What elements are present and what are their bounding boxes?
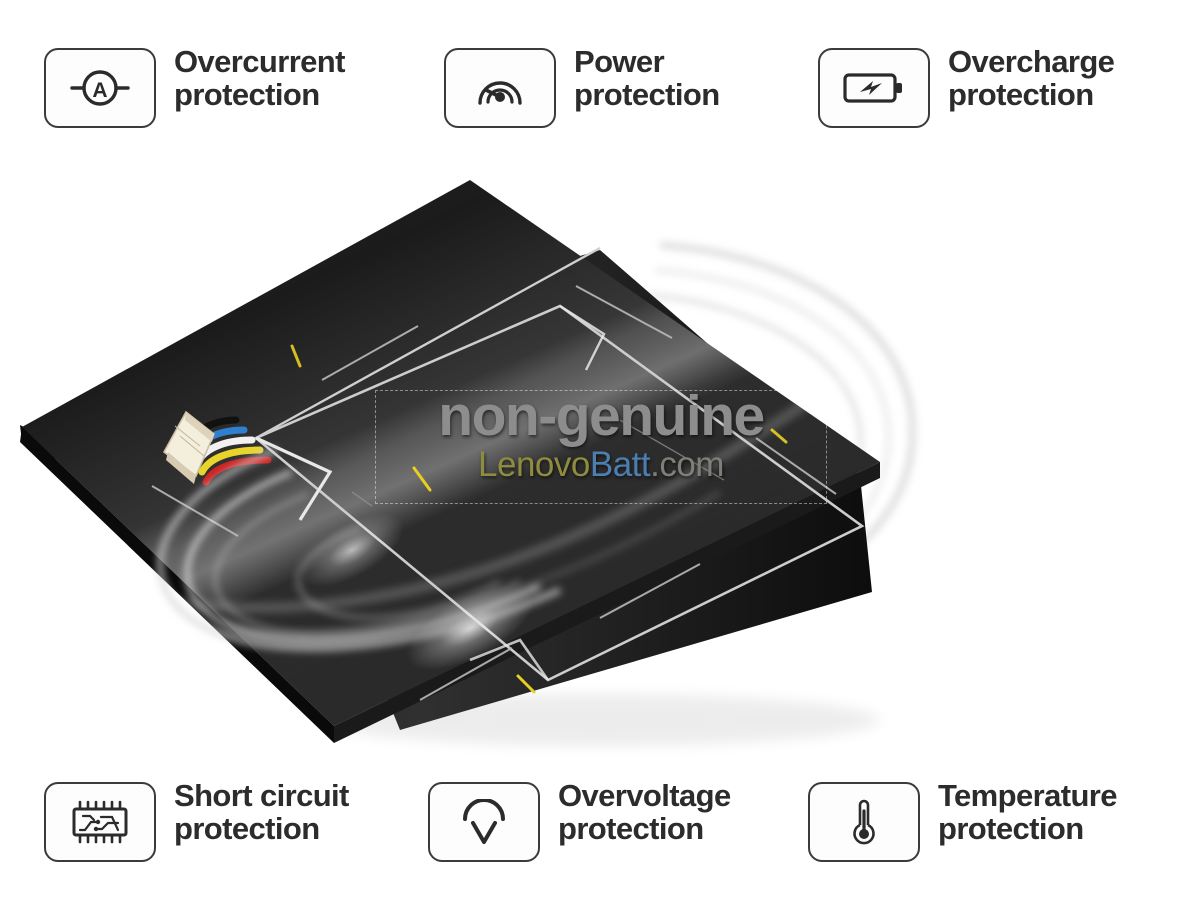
thermometer-icon: [808, 782, 920, 862]
feature-power[interactable]: Power protection: [444, 44, 720, 128]
feature-overcurrent[interactable]: A Overcurrent protection: [44, 44, 345, 128]
feature-label-overcurrent: Overcurrent protection: [174, 44, 345, 113]
product-image: [0, 120, 1200, 760]
feature-label-overcharge: Overcharge protection: [948, 44, 1115, 113]
pouch-seam-lines: [253, 246, 865, 682]
feature-label-overvoltage: Overvoltage protection: [558, 778, 731, 847]
feature-label-short-circuit: Short circuit protection: [174, 778, 349, 847]
gauge-icon: [444, 48, 556, 128]
swoosh-ribbon-front: [157, 447, 562, 652]
feature-label-temperature: Temperature protection: [938, 778, 1117, 847]
feature-label-power: Power protection: [574, 44, 720, 113]
pouch-rim-ticks: [151, 285, 837, 701]
ammeter-icon: A: [44, 48, 156, 128]
battery-bolt-icon: [818, 48, 930, 128]
chip-icon: [44, 782, 156, 862]
feature-short-circuit[interactable]: Short circuit protection: [44, 778, 349, 862]
battery-connector: [162, 410, 272, 486]
svg-text:A: A: [92, 79, 107, 102]
voltmeter-icon: [428, 782, 540, 862]
seam-accent-yellow: [290, 344, 788, 694]
connector-housing: [162, 410, 215, 484]
feature-overcharge[interactable]: Overcharge protection: [818, 44, 1115, 128]
feature-overvoltage[interactable]: Overvoltage protection: [428, 778, 731, 862]
feature-temperature[interactable]: Temperature protection: [808, 778, 1117, 862]
battery-body: [20, 180, 883, 746]
